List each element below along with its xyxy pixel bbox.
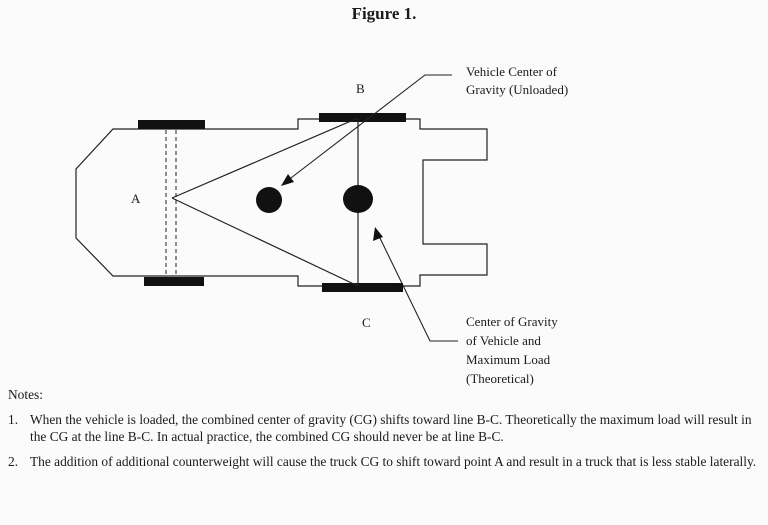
note-number: 2.	[8, 454, 19, 469]
loaded-cg-label-line2: of Vehicle and	[466, 333, 541, 348]
notes-heading: Notes:	[8, 387, 43, 402]
triangle-side-ac	[171, 197, 359, 287]
unloaded-cg-arrowhead	[281, 174, 294, 186]
point-c-label: C	[362, 315, 371, 330]
loaded-cg-label-line4: (Theoretical)	[466, 371, 534, 386]
note-number: 1.	[8, 412, 19, 427]
front-left-wheel	[319, 113, 406, 122]
point-a-label: A	[131, 191, 141, 206]
loaded-cg-label-line3: Maximum Load	[466, 352, 551, 367]
rear-right-wheel	[144, 277, 204, 286]
loaded-cg-dot	[343, 185, 373, 213]
unloaded-cg-label-line2: Gravity (Unloaded)	[466, 82, 568, 97]
truck-body-outline	[75, 118, 488, 287]
rear-left-wheel	[138, 120, 205, 129]
note-text: The addition of additional counterweight…	[30, 454, 757, 469]
note-text: When the vehicle is loaded, the combined…	[30, 412, 752, 444]
stability-triangle-diagram: B A C Vehicle Center of Gravity (Unloade…	[75, 64, 568, 386]
loaded-cg-arrowhead	[373, 227, 383, 241]
note-item: 2. The addition of additional counterwei…	[8, 453, 760, 470]
notes-section: Notes: 1. When the vehicle is loaded, th…	[8, 386, 760, 478]
unloaded-cg-dot	[256, 187, 282, 213]
unloaded-cg-label-line1: Vehicle Center of	[466, 64, 558, 79]
unloaded-cg-leader	[286, 74, 452, 182]
triangle-side-ab	[171, 117, 359, 199]
point-b-label: B	[356, 81, 365, 96]
front-right-wheel	[322, 283, 403, 292]
note-item: 1. When the vehicle is loaded, the combi…	[8, 411, 760, 445]
figure-title: Figure 1.	[351, 4, 417, 23]
loaded-cg-leader	[377, 233, 458, 342]
loaded-cg-label-line1: Center of Gravity	[466, 314, 558, 329]
